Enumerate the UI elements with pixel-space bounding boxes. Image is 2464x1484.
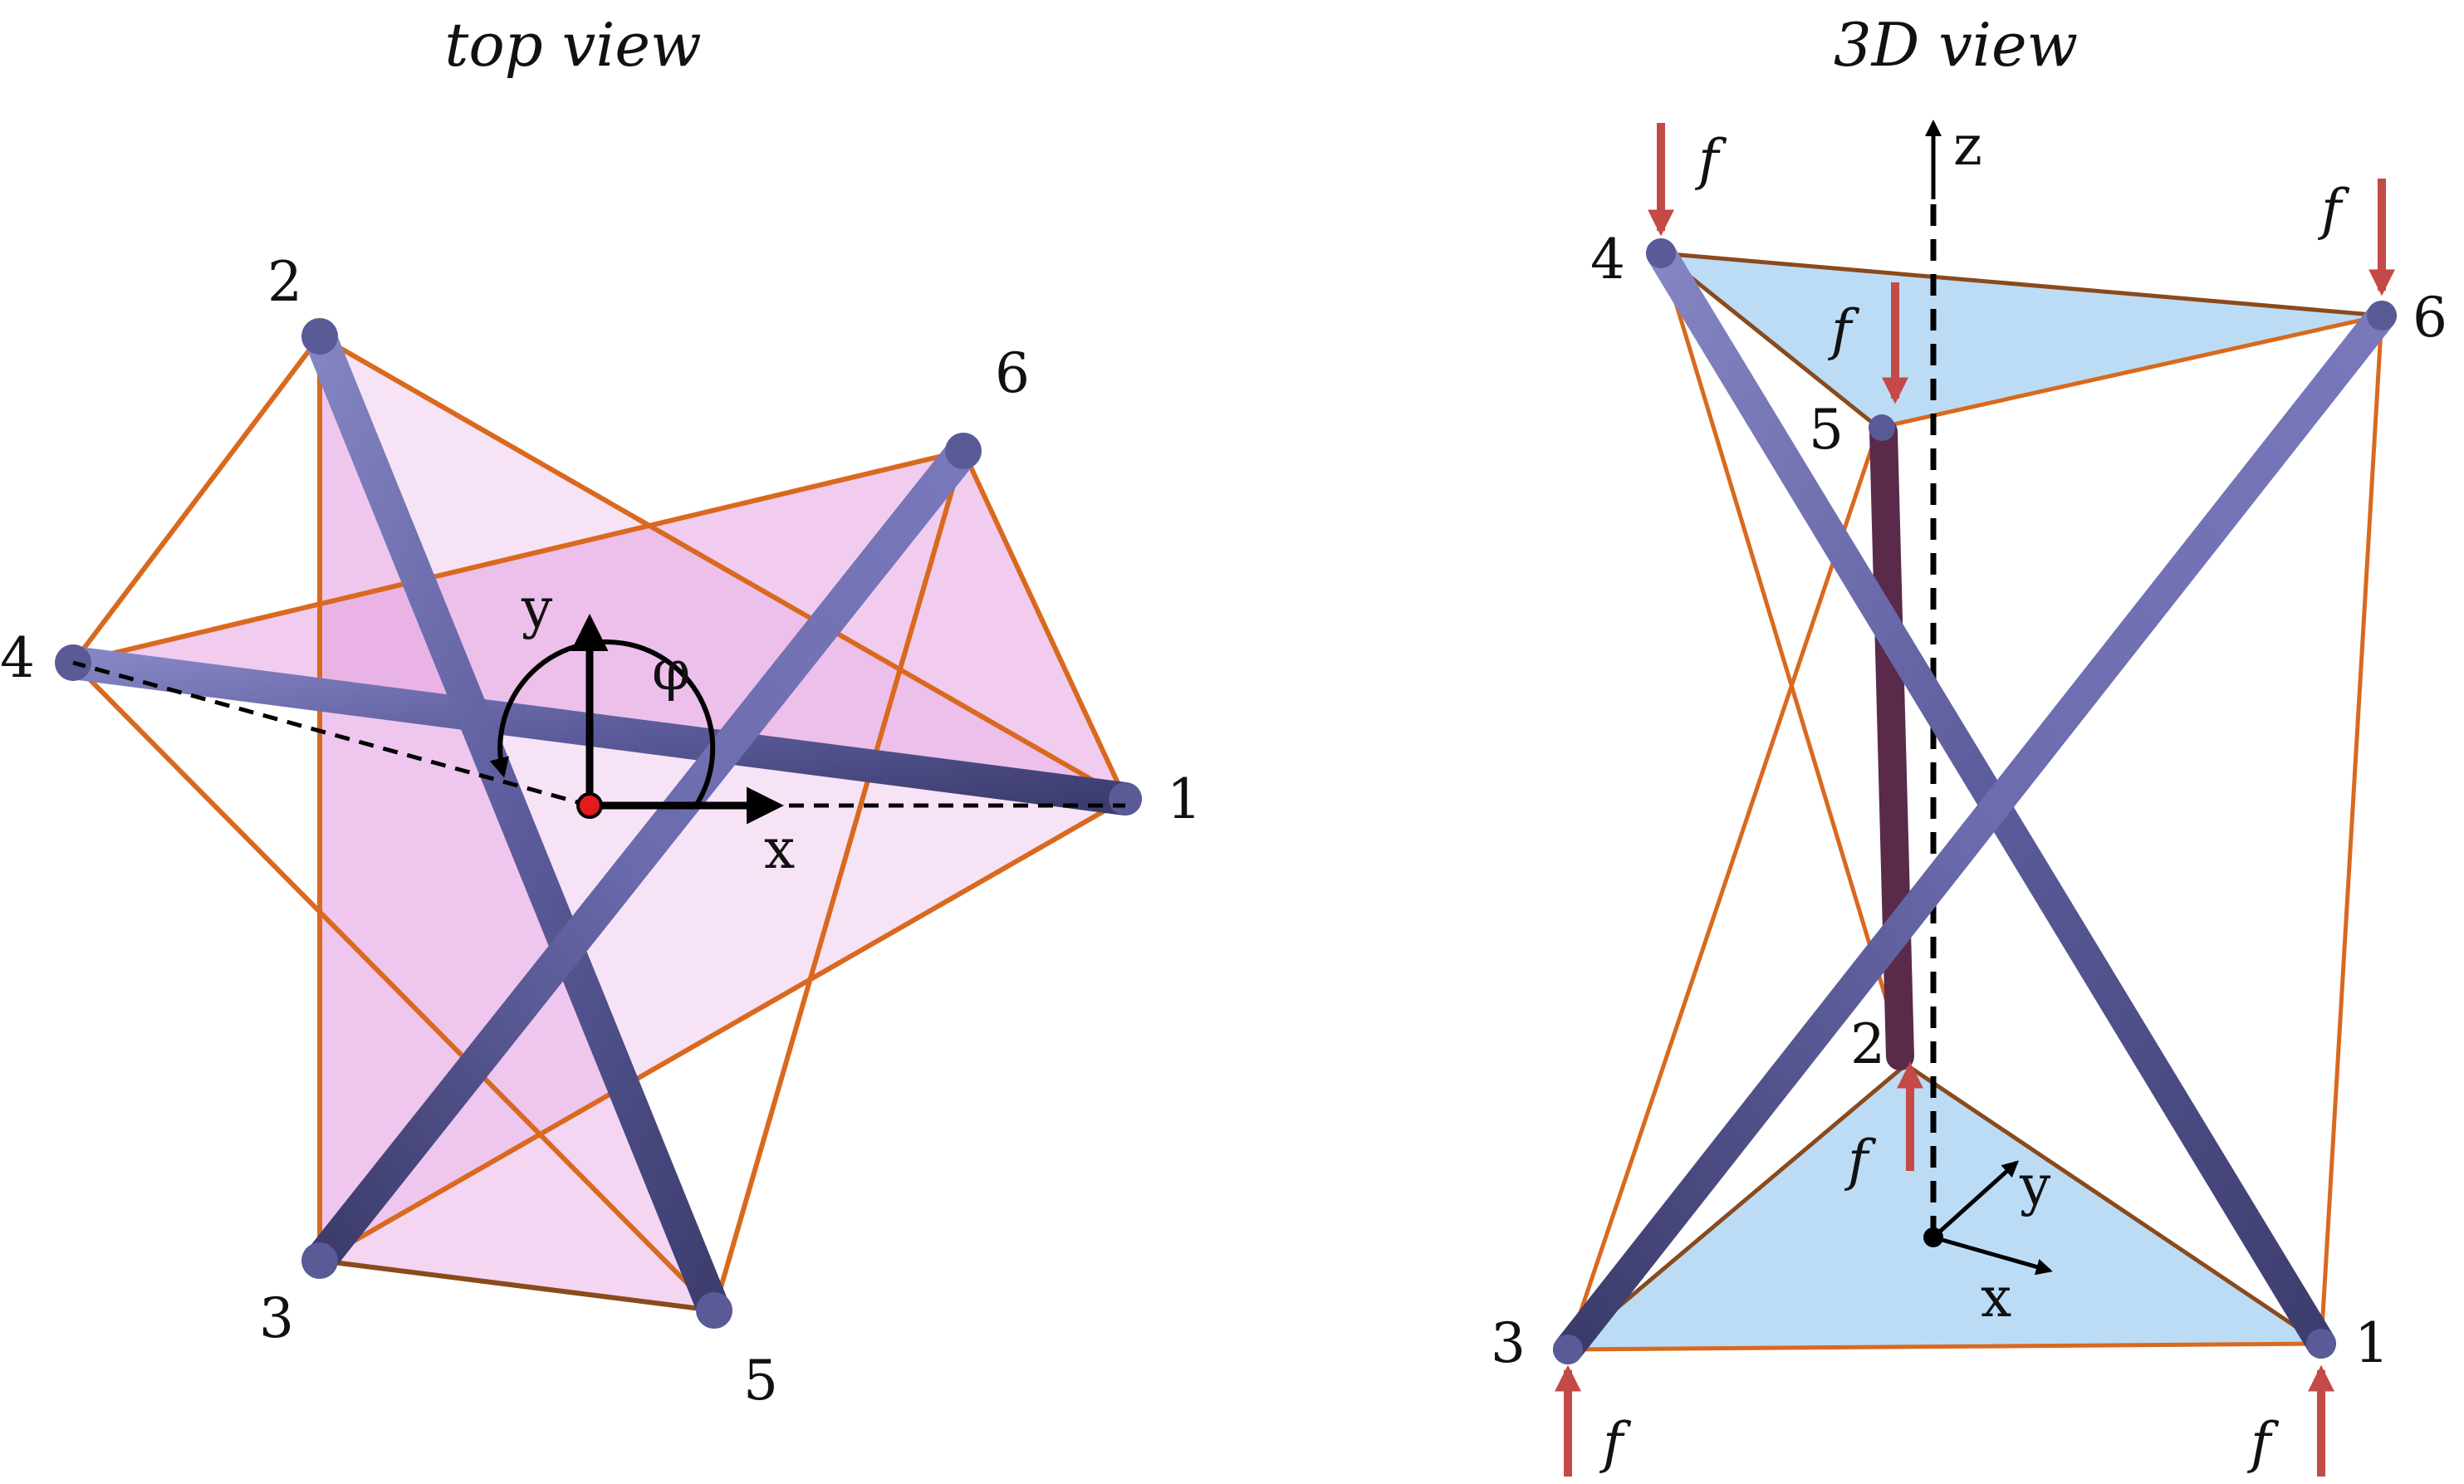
force-label-3: f xyxy=(1599,1411,1632,1475)
3d-x-axis-arrow xyxy=(1933,1235,2053,1276)
phi-angle-label: φ xyxy=(652,639,690,703)
top-struts xyxy=(56,320,1142,1327)
top-node-label-6: 6 xyxy=(995,341,1030,405)
top-node-label-1: 1 xyxy=(1167,767,1202,831)
strut-4-1 xyxy=(56,646,1142,815)
3d-view-diagram: 1 2 3 4 5 6 z x y f f f f f f xyxy=(1491,114,2447,1477)
dashed-line-origin-4 xyxy=(72,660,590,808)
origin-dot xyxy=(576,792,603,819)
top-y-axis-label: y xyxy=(521,576,553,640)
3d-z-axis-label: z xyxy=(1953,114,1982,178)
3d-node-label-1: 1 xyxy=(2354,1311,2389,1375)
force-label-1: f xyxy=(2246,1411,2280,1475)
3d-struts xyxy=(1553,238,2397,1364)
phi-angle-arc xyxy=(489,639,716,807)
force-label-6: f xyxy=(2317,178,2350,242)
top-cables xyxy=(71,334,1128,1313)
3d-nodes xyxy=(1553,238,2397,1364)
3d-bottom-face xyxy=(1568,1065,2321,1349)
3d-node-label-6: 6 xyxy=(2413,286,2447,350)
force-arrows xyxy=(1554,123,2396,1477)
top-node-label-4: 4 xyxy=(0,626,35,690)
top-view-diagram: 1 2 3 4 5 6 x y φ xyxy=(0,250,1202,1413)
top-node-label-5: 5 xyxy=(743,1349,778,1413)
force-label-4: f xyxy=(1694,128,1727,192)
top-x-axis-label: x xyxy=(764,817,795,881)
top-node-label-2: 2 xyxy=(267,250,302,314)
strut-2-5 xyxy=(303,320,731,1327)
3d-y-axis-label: y xyxy=(2019,1153,2051,1217)
3d-origin-dot xyxy=(1923,1227,1943,1247)
3d-view-title: 3D view xyxy=(1833,10,2079,80)
3d-cables xyxy=(1565,251,2384,1352)
strut-6-3 xyxy=(1553,301,2397,1364)
3d-node-label-4: 4 xyxy=(1590,228,1625,291)
3d-node-label-3: 3 xyxy=(1491,1311,1526,1375)
3d-y-axis-arrow xyxy=(1932,1160,2019,1239)
3d-top-face xyxy=(1661,253,2382,428)
3d-node-label-5: 5 xyxy=(1809,398,1844,462)
top-view-title: top view xyxy=(444,10,702,80)
3d-x-axis-label: x xyxy=(1981,1266,2011,1330)
3d-node-label-2: 2 xyxy=(1850,1012,1885,1076)
strut-3-6 xyxy=(303,434,980,1277)
top-node-label-3: 3 xyxy=(259,1286,294,1350)
